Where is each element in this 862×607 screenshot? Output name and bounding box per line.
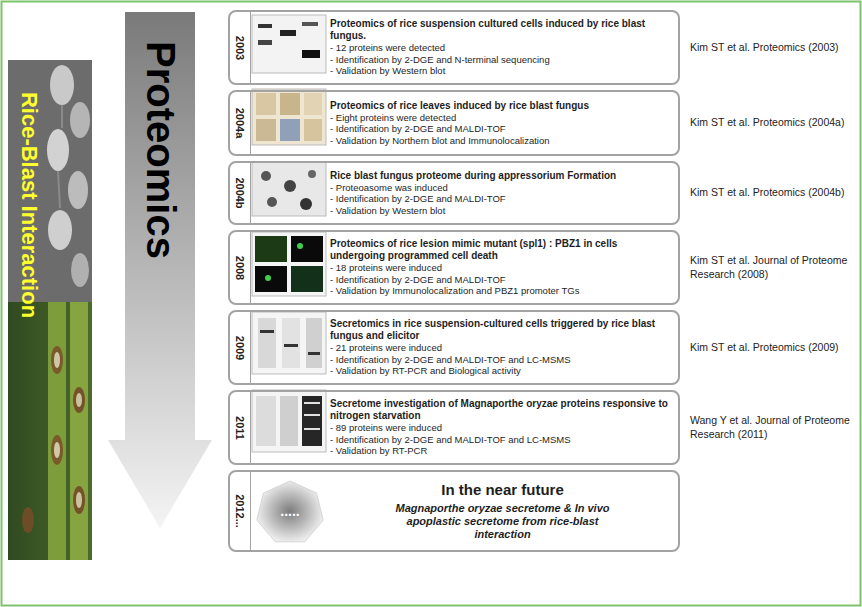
timeline-box: 2012... In the near futureMagnaporthe ory… — [228, 470, 680, 552]
entry-title: Proteomics of rice lesion mimic mutant (… — [330, 238, 675, 262]
year-label: 2011 — [234, 416, 246, 440]
entry-detail: - Identification by 2-DGE and MALDI-TOF — [330, 274, 675, 285]
entry-detail: - Eight proteins were detected — [330, 112, 675, 123]
leaf-photo — [8, 302, 92, 560]
year-cell: 2008 — [230, 232, 251, 303]
entry-detail: - 18 proteins were induced — [330, 262, 675, 273]
entry-detail: - 89 proteins were induced — [330, 422, 675, 433]
heptagon-node: ..... — [252, 478, 328, 544]
entry-detail: - Validation by Western blot — [330, 65, 675, 76]
entry-title: Secretome investigation of Magnaporthe o… — [330, 398, 675, 422]
entry-detail: - Validation by Western blot — [330, 205, 675, 216]
entry-title: Secretomics in rice suspension-cultured … — [330, 318, 675, 342]
year-cell: 2004a — [230, 92, 251, 154]
thumbnail-gel — [252, 312, 326, 374]
year-label: 2009 — [234, 335, 246, 359]
citation: Kim ST et al. Proteomics (2004a) — [690, 116, 850, 129]
timeline-arrow — [108, 12, 212, 528]
year-label: 2012... — [234, 494, 246, 528]
side-title: Rice-Blast Interaction — [16, 92, 42, 318]
entry-detail: - Identification by 2-DGE and MALDI-TOF … — [330, 354, 675, 365]
entry-title: In the near future — [330, 481, 675, 499]
arrow-label: Proteomics — [138, 41, 183, 259]
entry-detail: - Identification by 2-DGE and MALDI-TOF — [330, 123, 675, 134]
entry-detail: - Identification by 2-DGE and N-terminal… — [330, 54, 675, 65]
year-cell: 2003 — [230, 12, 251, 83]
placeholder-dots: ..... — [280, 503, 299, 519]
entry-title: Rice blast fungus proteome during appres… — [330, 170, 675, 182]
timeline-box: 2011 Secretome investigation of Magnaport… — [228, 390, 680, 465]
thumbnail-western-blot — [252, 15, 326, 73]
entry-detail: Magnaporthe oryzae secretome & In vivo a… — [378, 502, 628, 542]
citation: Kim ST et al. Proteomics (2003) — [690, 41, 850, 54]
entry-detail: - Proteoasome was induced — [330, 182, 675, 193]
entry-title: Proteomics of rice suspension cultured c… — [330, 18, 675, 42]
year-label: 2003 — [234, 35, 246, 59]
entry-detail: - Validation by Northern blot and Immuno… — [330, 135, 675, 146]
entry-detail: - Identification by 2-DGE and MALDI-TOF … — [330, 434, 675, 445]
timeline-box: 2008 Proteomics of rice lesion mimic muta… — [228, 230, 680, 305]
citation: Kim ST et al. Proteomics (2004b) — [690, 186, 850, 199]
thumbnail-secretome — [252, 390, 326, 452]
timeline-box: 2009 Secretomics in rice suspension-cultu… — [228, 310, 680, 385]
timeline-box: 2004a Proteomics of rice leaves induced b… — [228, 90, 680, 156]
year-label: 2008 — [234, 255, 246, 279]
timeline-box: 2003 Proteomics of rice suspension cultur… — [228, 10, 680, 85]
year-cell: 2004b — [230, 163, 251, 223]
citation: Kim ST et al. Journal of Proteome Resear… — [690, 254, 850, 280]
year-label: 2004a — [234, 108, 246, 139]
timeline-box: 2004b Rice blast fungus proteome during a… — [228, 161, 680, 225]
citation: Wang Y et al. Journal of Proteome Resear… — [690, 414, 850, 440]
entry-detail: - Identification by 2-DGE and MALDI-TOF — [330, 193, 675, 204]
entry-detail: - Validation by RT-PCR — [330, 445, 675, 456]
thumbnail-fluorescence — [252, 232, 326, 296]
thumbnail-appressorium — [252, 162, 326, 216]
year-cell: 2009 — [230, 312, 251, 383]
year-cell: 2012... — [230, 472, 251, 550]
year-cell: 2011 — [230, 392, 251, 463]
entry-detail: - 12 proteins were detected — [330, 42, 675, 53]
thumbnail-leaf-cells — [252, 89, 326, 145]
citation: Kim ST et al. Proteomics (2009) — [690, 341, 850, 354]
entry-detail: - Validation by RT-PCR and Biological ac… — [330, 365, 675, 376]
year-label: 2004b — [234, 177, 246, 208]
entry-detail: - Validation by Immunolocalization and P… — [330, 285, 675, 296]
entry-title: Proteomics of rice leaves induced by ric… — [330, 100, 675, 112]
entry-detail: - 21 proteins were induced — [330, 342, 675, 353]
